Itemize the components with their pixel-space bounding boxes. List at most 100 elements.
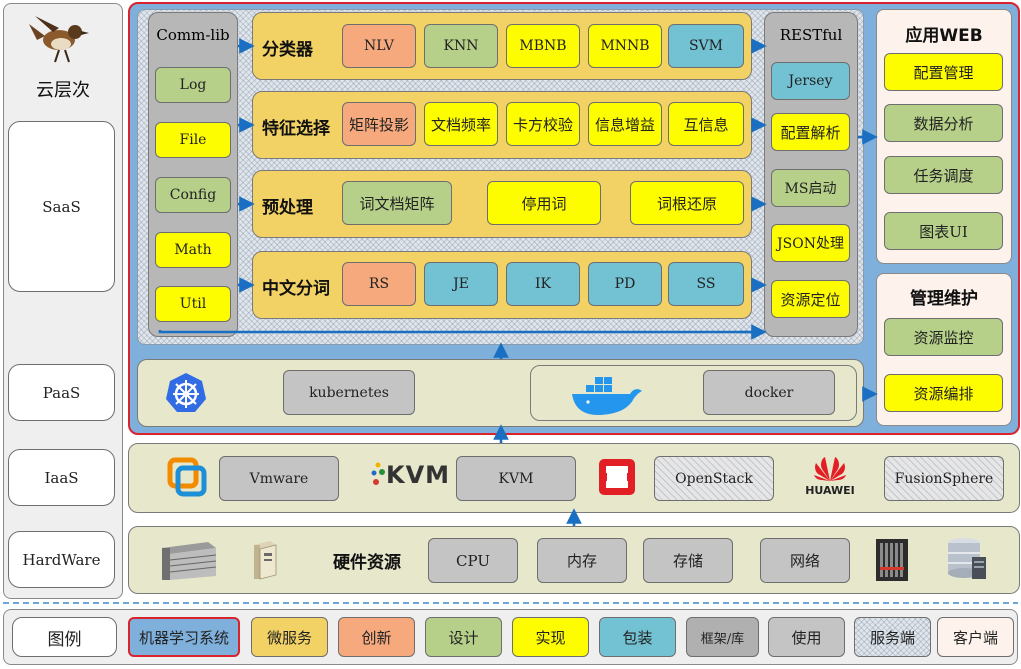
classifier-nlv: NLV (342, 24, 416, 68)
iaas-kvm-label: KVM (498, 470, 534, 487)
preprocess-term-doc-matrix: 词文档矩阵 (342, 181, 452, 225)
paas-kubernetes-label: kubernetes (309, 384, 389, 401)
commlib-math: Math (155, 232, 231, 268)
preprocess-stopwords: 停用词 (487, 181, 601, 225)
hardware-memory-label: 内存 (566, 552, 597, 570)
restful-resource-locate: 资源定位 (771, 280, 850, 318)
preprocess-stemming-label: 词根还原 (656, 194, 717, 213)
paas-docker: docker (703, 370, 835, 415)
legend-microservice-label: 微服务 (266, 628, 312, 647)
docker-whale-icon (572, 377, 642, 415)
pc-tower-icon (254, 541, 277, 580)
legend-use: 使用 (768, 617, 845, 657)
legend-innovate: 创新 (338, 617, 415, 657)
commlib-file-label: File (179, 132, 207, 148)
feature-info-gain-label: 信息增益 (594, 115, 655, 134)
hardware-network: 网络 (760, 538, 850, 583)
legend-framework-label: 框架/库 (700, 631, 745, 647)
iaas-vmware-label: Vmware (249, 470, 309, 487)
classifier-mbnb: MBNB (506, 24, 580, 68)
app-task-scheduling: 任务调度 (884, 156, 1003, 194)
legend-microservice: 微服务 (251, 617, 328, 657)
legend-ml-system: 机器学习系统 (128, 617, 240, 657)
legend-framework: 框架/库 (686, 617, 759, 657)
iaas-openstack-label: OpenStack (675, 470, 753, 487)
app-chart-ui-label: 图表UI (919, 222, 968, 241)
hardware-storage-label: 存储 (672, 552, 703, 570)
classifier-knn: KNN (424, 24, 498, 68)
feature-mutual-info-label: 互信息 (683, 115, 729, 134)
commlib-config-label: Config (169, 187, 217, 203)
huawei-logo-text: HUAWEI (805, 484, 855, 497)
legend-implement: 实现 (512, 617, 589, 657)
server-rack-icon (162, 542, 217, 580)
segmentation-ik: IK (506, 262, 580, 306)
segmentation-je-label: JE (453, 276, 469, 292)
commlib-log: Log (155, 67, 231, 103)
legend-innovate-label: 创新 (361, 628, 392, 647)
layer-paas: PaaS (8, 364, 115, 421)
layer-saas-label: SaaS (42, 197, 81, 216)
legend-server-label: 服务端 (869, 628, 915, 647)
classifier-mnnb: MNNB (588, 24, 662, 68)
classifier-mnnb-label: MNNB (600, 38, 650, 54)
commlib-math-label: Math (174, 242, 212, 258)
database-server-icon (948, 538, 986, 579)
legend-ml-system-label: 机器学习系统 (138, 628, 229, 647)
restful-config-parse-label: 配置解析 (780, 123, 841, 142)
preprocess-stemming: 词根还原 (630, 181, 744, 225)
segmentation-pd: PD (588, 262, 662, 306)
restful-config-parse: 配置解析 (771, 113, 850, 151)
row-feature-selection-label: 特征选择 (262, 119, 330, 139)
legend-implement-label: 实现 (535, 628, 566, 647)
iaas-fusionsphere-label: FusionSphere (894, 470, 994, 487)
feature-matrix-projection-label: 矩阵投影 (348, 115, 409, 134)
legend-client-label: 客户端 (952, 628, 998, 647)
layer-hardware: HardWare (8, 531, 115, 588)
classifier-svm: SVM (668, 24, 744, 68)
feature-matrix-projection: 矩阵投影 (342, 102, 416, 146)
preprocess-term-doc-matrix-label: 词文档矩阵 (359, 194, 435, 213)
commlib-title: Comm-lib (156, 26, 230, 44)
restful-jersey: Jersey (771, 62, 850, 100)
hardware-storage: 存储 (643, 538, 733, 583)
hardware-cpu-label: CPU (456, 551, 490, 570)
restful-ms-start: MS启动 (771, 169, 850, 207)
legend-title: 图例 (12, 617, 117, 657)
paas-docker-label: docker (744, 384, 794, 401)
app-config-management: 配置管理 (884, 53, 1003, 91)
paas-kubernetes: kubernetes (283, 370, 415, 415)
maint-resource-monitor-label: 资源监控 (913, 328, 974, 347)
legend-package-label: 包装 (622, 628, 653, 647)
legend-title-label: 图例 (47, 629, 82, 650)
layer-iaas: IaaS (8, 449, 115, 506)
restful-json: JSON处理 (771, 224, 850, 262)
layer-paas-label: PaaS (42, 383, 81, 402)
commlib-util-label: Util (179, 296, 207, 312)
feature-doc-frequency: 文档频率 (424, 102, 498, 146)
restful-resource-locate-label: 资源定位 (780, 290, 841, 309)
row-classifier-label: 分类器 (262, 40, 313, 60)
hardware-cpu: CPU (428, 538, 518, 583)
feature-chi-square-label: 卡方校验 (512, 115, 573, 134)
app-data-analysis: 数据分析 (884, 104, 1003, 142)
commlib-panel (148, 12, 238, 337)
legend-design-label: 设计 (448, 628, 479, 647)
hardware-network-label: 网络 (789, 552, 820, 570)
iaas-fusionsphere: FusionSphere (884, 456, 1004, 501)
segmentation-ik-label: IK (535, 276, 551, 292)
segmentation-je: JE (424, 262, 498, 306)
classifier-svm-label: SVM (688, 38, 724, 54)
feature-doc-frequency-label: 文档频率 (430, 115, 491, 134)
feature-chi-square: 卡方校验 (506, 102, 580, 146)
legend-server: 服务端 (854, 617, 931, 657)
restful-ms-start-label: MS启动 (784, 181, 837, 197)
restful-json-label: JSON处理 (777, 236, 844, 252)
preprocess-stopwords-label: 停用词 (521, 194, 567, 213)
commlib-log-label: Log (179, 77, 207, 93)
segmentation-pd-label: PD (614, 276, 636, 292)
maint-resource-orchestration-label: 资源编排 (913, 384, 974, 403)
layer-iaas-label: IaaS (44, 468, 79, 487)
iaas-kvm: KVM (456, 456, 576, 501)
